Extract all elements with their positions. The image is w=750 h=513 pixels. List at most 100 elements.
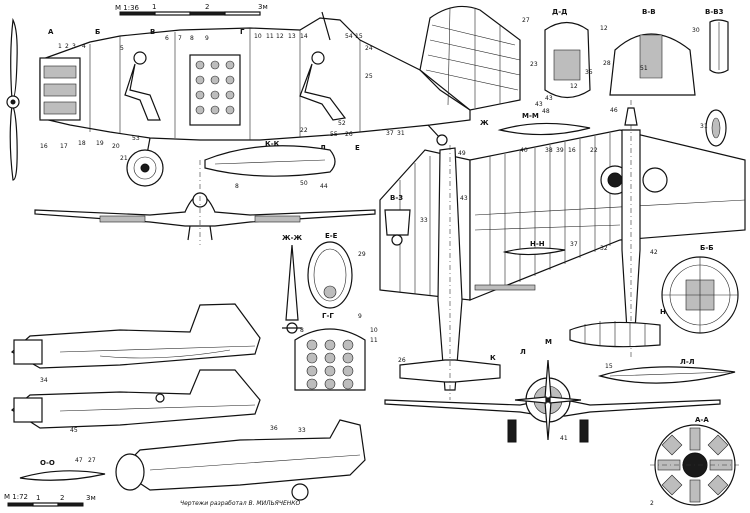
- scale-top-tick-1: 1: [152, 3, 156, 11]
- callout-11b: 11: [370, 337, 378, 344]
- callout-28: 28: [603, 60, 611, 67]
- scale-top-tick-2: 2: [205, 3, 209, 11]
- section-zh-marker: Ж: [480, 119, 489, 127]
- callout-50: 50: [300, 180, 308, 187]
- callout-8c: 8: [300, 327, 304, 334]
- callout-20: 20: [112, 143, 120, 150]
- callout-16b: 16: [568, 147, 576, 154]
- callout-10b: 10: [370, 327, 378, 334]
- callout-14: 14: [300, 33, 308, 40]
- section-l-marker: Л: [520, 348, 526, 356]
- callout-11: 11: [266, 33, 274, 40]
- callout-43b: 43: [535, 101, 543, 108]
- section-a-marker: А: [48, 28, 54, 36]
- callout-27: 27: [522, 17, 530, 24]
- callout-32: 32: [600, 245, 608, 252]
- callout-42: 42: [650, 249, 658, 256]
- scale-bottom-tick-3: 3м: [86, 494, 96, 502]
- scale-bar-top: M 1:36 1 2 3м: [115, 3, 268, 16]
- callouts-right: 12 43 51 46 35: [545, 65, 648, 114]
- section-ee-label: Е-Е: [325, 232, 338, 240]
- callout-24: 24: [365, 45, 373, 52]
- section-g-marker: Г: [240, 28, 245, 36]
- section-oo-label: О-О: [40, 459, 55, 467]
- callout-55: 55: [330, 131, 338, 138]
- callout-27b: 27: [88, 457, 96, 464]
- callout-9: 9: [205, 35, 209, 42]
- callout-18: 18: [78, 140, 86, 147]
- callout-31b: 31: [397, 130, 405, 137]
- callout-26b: 26: [398, 357, 406, 364]
- callout-49: 49: [458, 150, 466, 157]
- callout-7: 7: [178, 35, 182, 42]
- callout-4: 4: [82, 43, 86, 50]
- callout-48: 48: [542, 108, 550, 115]
- callout-34: 34: [40, 377, 48, 384]
- section-v-marker: В: [150, 28, 155, 36]
- callout-51: 51: [640, 65, 648, 72]
- propeller-side: [6, 17, 20, 181]
- callout-1: 1: [58, 43, 62, 50]
- section-vv-drawing: В-В 28 30: [603, 8, 700, 96]
- section-aa-label: А-А: [695, 416, 709, 424]
- callout-5: 5: [120, 45, 124, 52]
- callout-29: 29: [358, 251, 366, 258]
- callout-8: 8: [190, 35, 194, 42]
- section-k-marker: К: [490, 354, 496, 362]
- section-vz-label: В-3: [390, 194, 403, 202]
- section-nn-drawing: Н-Н 37: [502, 240, 578, 256]
- callout-16: 16: [40, 143, 48, 150]
- callout-2b: 2: [650, 500, 654, 507]
- section-mm-drawing: М-М 48: [497, 108, 591, 136]
- section-zhzh-label: Ж-Ж: [282, 234, 302, 242]
- tailplane-ribbed: [569, 321, 661, 348]
- tailwheel-detail: 31: [700, 109, 727, 147]
- callout-37: 37: [570, 241, 578, 248]
- section-ee-drawing: Е-Е 29: [307, 232, 366, 309]
- callout-9b: 9: [358, 313, 362, 320]
- front-view: [34, 160, 376, 245]
- callout-52: 52: [338, 120, 346, 127]
- callout-15: 15: [355, 33, 363, 40]
- section-dd-drawing: Д-Д 23 12: [530, 8, 608, 99]
- callout-46: 46: [610, 107, 618, 114]
- scale-top-label: M 1:36: [115, 4, 140, 12]
- section-vv3-drawing: В-В3: [705, 8, 729, 74]
- callout-19: 19: [96, 140, 104, 147]
- section-ll-label: Л-Л: [680, 358, 695, 366]
- callout-25: 25: [365, 73, 373, 80]
- section-vv-label: В-В: [642, 8, 656, 16]
- callout-17: 17: [60, 143, 68, 150]
- callout-26: 26: [345, 131, 353, 138]
- callout-45: 45: [70, 427, 78, 434]
- callout-23: 23: [530, 61, 538, 68]
- callout-39: 39: [556, 147, 564, 154]
- callouts-plan: Ж К Л М Н 37 31 49 40 38 39 16 22 43 32 …: [386, 101, 666, 364]
- callout-37b: 37: [386, 130, 394, 137]
- callout-44: 44: [320, 183, 328, 190]
- scale-bar-bottom: M 1:72 1 2 3м: [4, 493, 96, 507]
- section-b-marker: Б: [95, 28, 100, 36]
- section-aa-drawing: А-А 2: [650, 416, 740, 507]
- section-mm-label: М-М: [522, 112, 539, 120]
- callout-33: 33: [298, 427, 306, 434]
- scale-bottom-tick-2: 2: [60, 494, 64, 502]
- callouts-side: 1 2 3 4 5 6 7 8 9 10 11 12 13 14 54 15 1…: [40, 17, 530, 162]
- callout-22: 22: [300, 127, 308, 134]
- front-view-radial: 41: [384, 359, 721, 443]
- callout-12c: 12: [570, 83, 578, 90]
- callout-3: 3: [72, 43, 76, 50]
- section-zhzh-drawing: Ж-Ж 8: [282, 234, 304, 334]
- callout-21: 21: [120, 155, 128, 162]
- section-e-marker: Е: [355, 144, 360, 152]
- side-profile-3: 33 36: [115, 419, 366, 501]
- callout-43: 43: [460, 195, 468, 202]
- callout-31: 31: [700, 123, 708, 130]
- section-gg-label: Г-Г: [322, 312, 334, 320]
- section-m-marker: М: [545, 338, 552, 346]
- scale-bottom-label: M 1:72: [4, 493, 28, 501]
- section-n-marker: Н: [660, 308, 666, 316]
- callout-13: 13: [288, 33, 296, 40]
- section-kk-label: К-К: [265, 140, 280, 148]
